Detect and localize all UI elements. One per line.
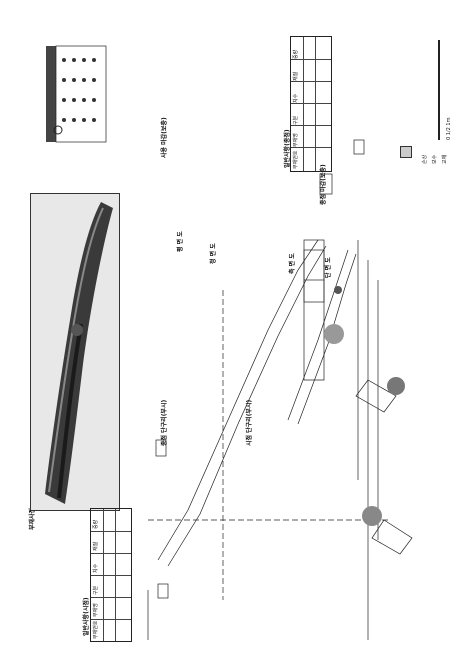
legend-item-1: 보수	[432, 154, 438, 164]
left-row-0: 부재번호	[93, 620, 99, 639]
left-row-5: 중량	[93, 519, 99, 529]
photo-image	[31, 194, 119, 510]
member-photo	[30, 193, 120, 511]
legend-item-2: 교체	[442, 154, 448, 164]
left-row-4: 재질	[93, 541, 99, 551]
view-label-plan: 평 면 도	[177, 231, 184, 252]
right-row-2: 구분	[293, 115, 299, 125]
key-plan	[46, 45, 107, 143]
scale-label: 0 1/2 1m	[446, 117, 452, 140]
technical-drawing	[147, 139, 413, 640]
right-row-5: 중량	[293, 49, 299, 59]
left-table: 부재번호 부재명 구분 치수 재질 중량	[90, 508, 132, 642]
detail-label-b: 종점 단구리(부시)	[161, 399, 168, 446]
right-row-4: 재질	[293, 71, 299, 81]
view-label-section: 단 면 도	[325, 257, 332, 278]
scale-bar	[438, 40, 440, 140]
right-row-3: 치수	[293, 93, 299, 103]
photo-title: 부재사진	[29, 507, 36, 530]
left-row-1: 부재명	[93, 603, 99, 617]
legend-swatch-0	[400, 146, 412, 158]
right-row-1: 부재명	[293, 133, 299, 147]
view-label-front: 정 면 도	[210, 243, 217, 264]
detail-label-right: 사용 마감(보충)	[161, 117, 168, 158]
left-row-3: 치수	[93, 563, 99, 573]
legend-item-0: 손상	[422, 154, 428, 164]
right-row-0: 부재번호	[293, 150, 299, 169]
detail-label-a: 시점 단구리(부시)	[246, 399, 253, 446]
right-table: 부재번호 부재명 구분 치수 재질 중량	[290, 36, 332, 172]
view-label-side: 측 면 도	[289, 253, 296, 274]
left-row-2: 구분	[93, 585, 99, 595]
